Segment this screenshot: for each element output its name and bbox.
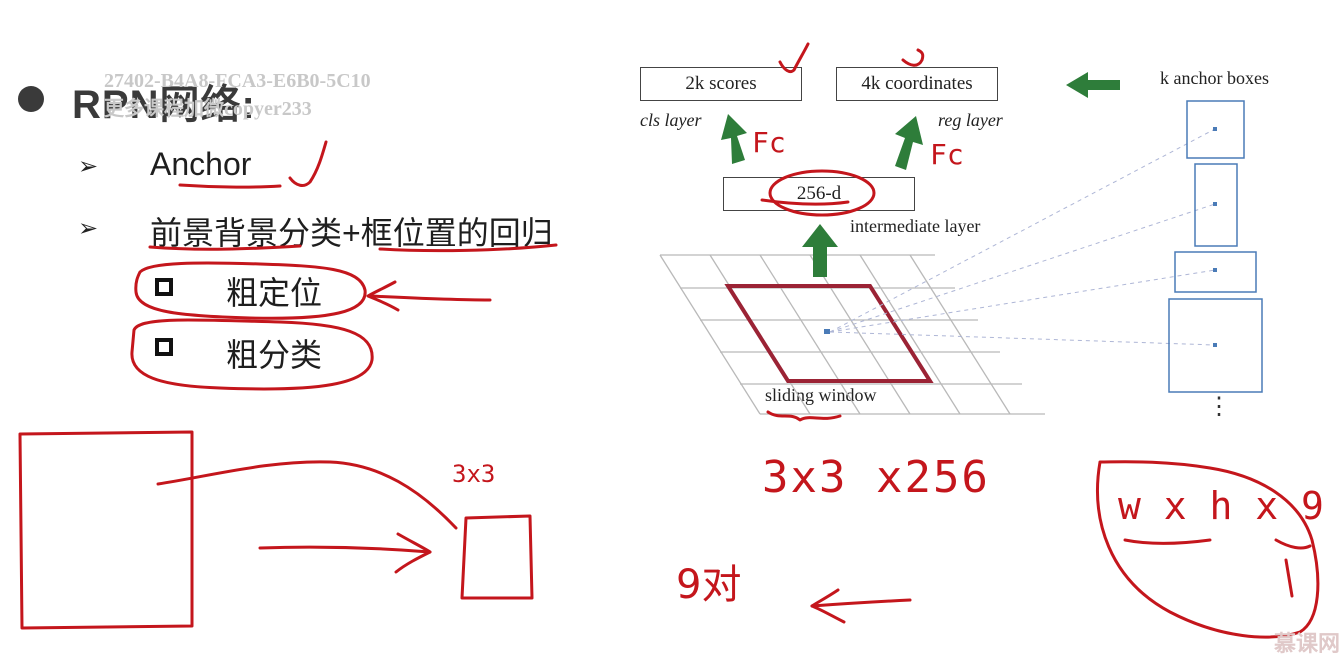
anchor-boxes: [1168, 100, 1263, 393]
list-arrow-icon: ➢: [78, 152, 99, 180]
sliding-window-frame: [724, 284, 934, 383]
list-item-anchor: Anchor: [150, 146, 252, 182]
checkbox-square-icon: [155, 278, 173, 296]
anchor-rays: [829, 128, 1216, 346]
subitem-coarse-localization: 粗定位: [226, 275, 323, 311]
annotation-fc-cls: Fc: [752, 126, 786, 159]
annotation-nine-pairs: 9对: [676, 562, 742, 608]
list-arrow-icon: ➢: [78, 214, 99, 242]
title-bullet-dot: [18, 86, 44, 112]
green-arrows: [721, 72, 1120, 277]
annotation-calc-3x3x256: 3x3 x256: [762, 452, 990, 503]
up-arrow-icon: [802, 224, 838, 277]
brand-logo: 慕课网: [1273, 631, 1340, 656]
annotation-fc-reg: Fc: [930, 138, 964, 171]
reg-layer-label: reg layer: [938, 110, 1003, 130]
annotation-wxhx9: w x h x 9: [1118, 484, 1324, 528]
checkbox-square-icon: [155, 338, 173, 356]
annotation-3x3: 3x3: [452, 460, 496, 488]
checkmark-icon: [288, 140, 328, 187]
sliding-window-label: sliding window: [765, 385, 877, 405]
cls-layer-label: cls layer: [640, 110, 702, 130]
watermark-contact: 更多课程加微copyer233: [104, 98, 312, 120]
left-arrow-icon: [1066, 72, 1120, 98]
cls-scores-box: 2k scores: [640, 67, 802, 101]
intermediate-256d-box: 256-d: [723, 177, 915, 211]
checkmark-icon: [901, 48, 925, 67]
slide-title: RPN网络:: [72, 83, 256, 127]
subitem-coarse-classification: 粗分类: [226, 337, 323, 373]
anchor-boxes-label: k anchor boxes: [1160, 68, 1269, 88]
list-item-classification-regression: 前景背景分类+框位置的回归: [150, 215, 553, 251]
reg-coordinates-box: 4k coordinates: [836, 67, 998, 101]
up-arrow-icon: [721, 114, 747, 164]
ellipsis-icon: ⋮: [1207, 394, 1231, 420]
watermark-code: 27402-B4A8-FCA3-E6B0-5C10: [104, 70, 371, 92]
up-arrow-icon: [895, 116, 923, 170]
intermediate-layer-label: intermediate layer: [850, 216, 981, 236]
window-center-point: [824, 329, 830, 334]
